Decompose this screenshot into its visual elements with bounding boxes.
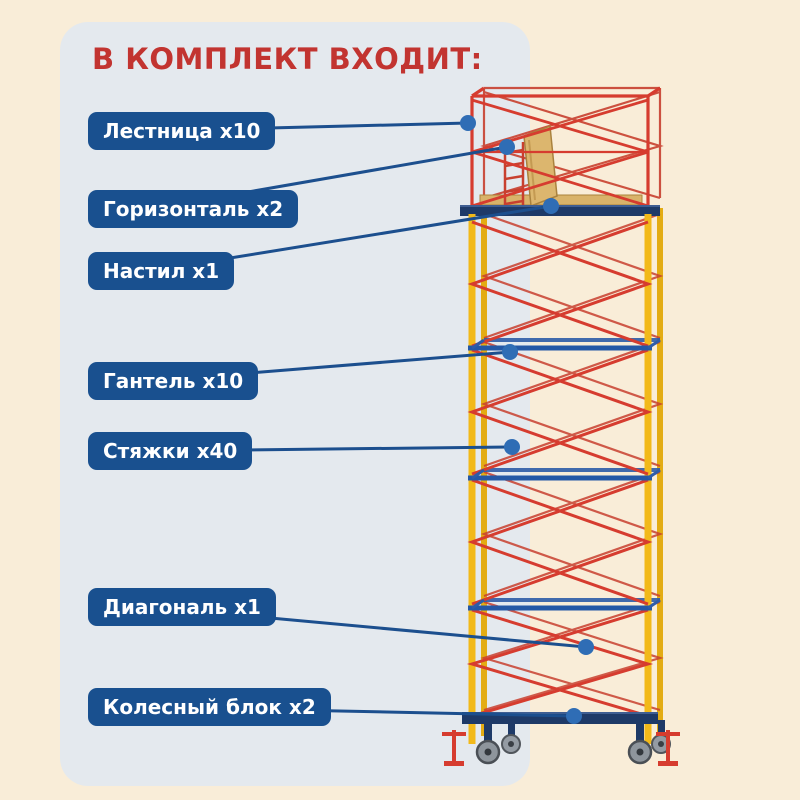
wheels-front bbox=[475, 724, 653, 765]
tie-connectors bbox=[471, 338, 661, 610]
scaffold-illustration bbox=[442, 86, 680, 766]
component-label-ties: Стяжки x40 bbox=[88, 432, 253, 470]
component-label-ladder: Лестница x10 bbox=[88, 112, 276, 150]
tower-front-braces bbox=[466, 220, 654, 718]
marker-dots bbox=[460, 115, 594, 724]
marker-dot-wheel-block bbox=[566, 708, 582, 724]
component-label-horizontal: Горизонталь x2 bbox=[88, 190, 299, 228]
component-label-diagonal: Диагональ x1 bbox=[88, 588, 276, 626]
wheels-back bbox=[501, 720, 671, 754]
component-label-dumbbell: Гантель х10 bbox=[88, 362, 259, 400]
marker-dot-diagonal bbox=[578, 639, 594, 655]
cage-front bbox=[470, 86, 661, 208]
marker-dot-deck bbox=[543, 198, 559, 214]
tower-front-ties bbox=[468, 345, 652, 611]
marker-dot-ladder bbox=[460, 115, 476, 131]
hatch-lid bbox=[523, 124, 558, 208]
platform-slab bbox=[460, 205, 660, 216]
cage-back bbox=[480, 86, 664, 200]
page-title: В КОМПЛЕКТ ВХОДИТ: bbox=[92, 42, 483, 76]
screw-jacks bbox=[442, 730, 680, 766]
marker-dot-horizontal bbox=[499, 139, 515, 155]
tower-back-braces bbox=[480, 212, 664, 712]
component-label-deck: Настил x1 bbox=[88, 252, 235, 290]
component-label-wheel-block: Колесный блок x2 bbox=[88, 688, 331, 726]
marker-dot-dumbbell bbox=[502, 344, 518, 360]
marker-dot-ties bbox=[504, 439, 520, 455]
